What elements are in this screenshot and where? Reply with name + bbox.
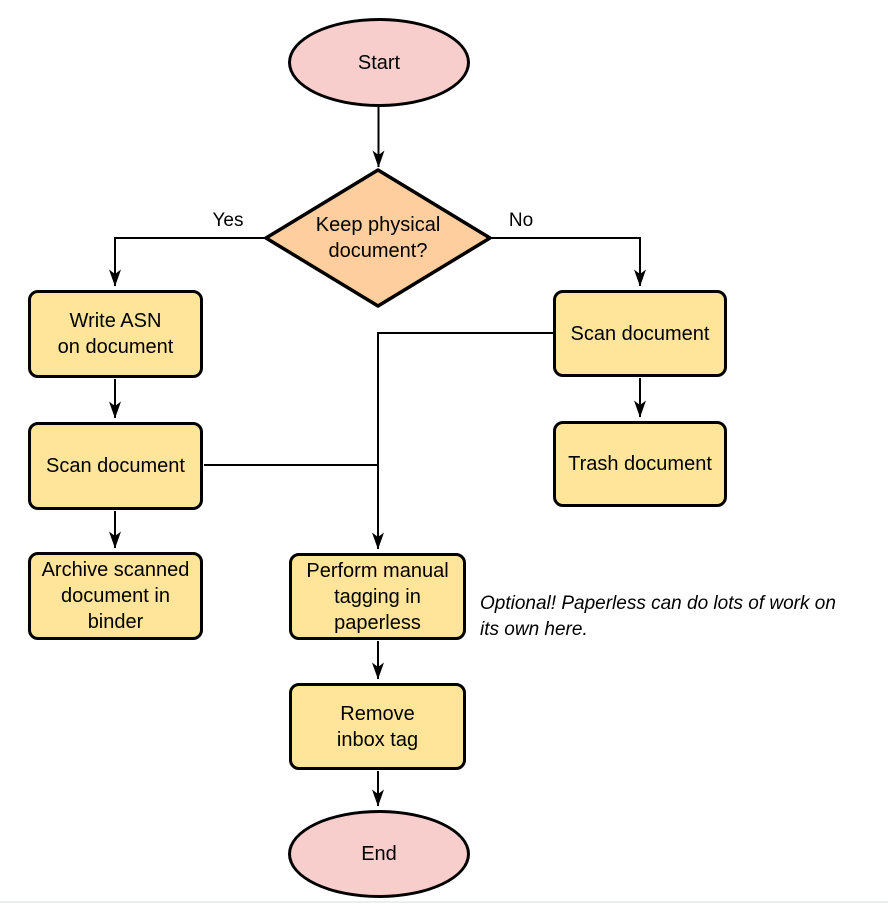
node-remove-inbox-tag-label: Remove inbox tag	[336, 702, 419, 751]
edge-label-yes: Yes	[212, 210, 244, 231]
node-start: Start	[288, 18, 470, 107]
node-end: End	[288, 810, 470, 898]
node-start-label: Start	[357, 51, 401, 74]
decision-shape	[264, 168, 492, 308]
edge-decision-yes-to-write-asn	[109, 237, 267, 287]
edge-decision-no-to-scan-right	[489, 237, 646, 287]
edge-label-no: No	[508, 210, 534, 231]
node-write-asn: Write ASN on document	[28, 290, 203, 378]
node-end-label: End	[361, 843, 397, 865]
node-manual-tagging: Perform manual tagging in paperless	[289, 553, 466, 640]
node-archive-binder: Archive scanned document in binder	[28, 552, 203, 640]
node-scan-document-right-label: Scan document	[570, 322, 710, 345]
edge-scan-right-to-tagging	[372, 332, 553, 550]
node-write-asn-label: Write ASN on document	[57, 310, 174, 358]
optional-note: Optional! Paperless can do lots of work …	[480, 593, 836, 640]
node-scan-document-right: Scan document	[553, 290, 727, 377]
node-scan-document-left-label: Scan document	[46, 455, 185, 477]
node-scan-document-left: Scan document	[28, 422, 203, 510]
node-archive-binder-label: Archive scanned document in binder	[41, 559, 190, 633]
node-remove-inbox-tag: Remove inbox tag	[289, 683, 466, 770]
node-trash-document: Trash document	[553, 421, 727, 507]
node-decision-label: Keep physical document?	[315, 214, 441, 262]
bottom-hairline	[0, 901, 888, 903]
node-manual-tagging-label: Perform manual tagging in paperless	[306, 559, 449, 634]
node-trash-document-label: Trash document	[568, 453, 712, 475]
